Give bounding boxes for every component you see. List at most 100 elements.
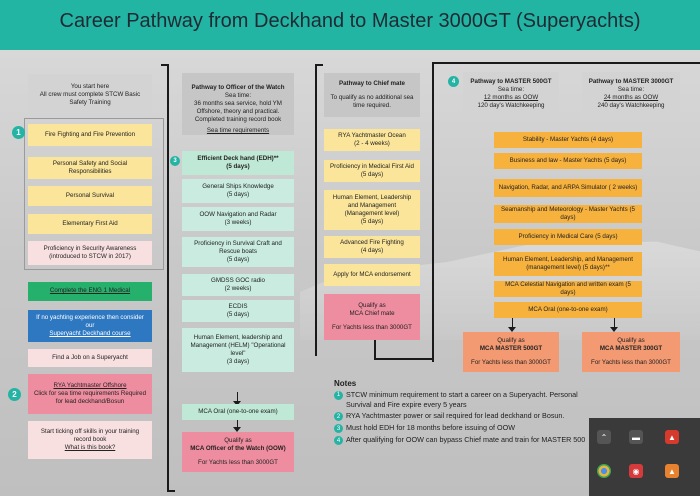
note-text: STCW minimum requirement to start a care… <box>346 390 578 409</box>
eng1-label[interactable]: Complete the ENG 1 Medical <box>49 287 131 295</box>
what-book-link[interactable]: What is this book? <box>64 444 116 452</box>
chief-course-fire[interactable]: Advanced Fire Fighting (4 days) <box>324 236 420 258</box>
master-course-nav-radar[interactable]: Navigation, Radar, and ARPA Simulator ( … <box>494 179 642 197</box>
master3000-pathway-box: Pathway to MASTER 3000GT Sea time: 24 mo… <box>582 72 680 116</box>
edh-box[interactable]: Efficient Deck hand (EDH)** (5 days) <box>182 151 294 175</box>
sea-time-req-link[interactable]: Sea time requirements <box>206 126 270 134</box>
qualify-label: Qualify as <box>497 337 525 345</box>
note-badge: 3 <box>334 424 343 434</box>
minimize-icon[interactable]: ▬ <box>629 430 643 444</box>
course-name: OOW Navigation and Radar <box>199 210 277 218</box>
course-duration: (2 - 4 weeks) <box>354 140 390 147</box>
eng1-medical-link[interactable]: Complete the ENG 1 Medical <box>28 282 152 301</box>
oow-course-gsk[interactable]: General Ships Knowledge (5 days) <box>182 179 294 203</box>
qualify-label: Qualify as <box>224 437 252 445</box>
stcw-item-fire[interactable]: Fire Fighting and Fire Prevention <box>28 124 152 146</box>
notes-heading: Notes <box>334 379 357 388</box>
training-record-box[interactable]: Start ticking off skills in your trainin… <box>28 421 152 459</box>
note-badge: 4 <box>334 436 343 446</box>
course-duration: (3 weeks) <box>224 219 252 226</box>
page-title: Career Pathway from Deckhand to Master 3… <box>59 10 641 32</box>
master-course-seamanship[interactable]: Seamanship and Meteorology - Master Yach… <box>494 205 642 223</box>
master-oral-exam[interactable]: MCA Oral (one-to-one exam) <box>494 302 642 318</box>
course-name: GMDSS GOC radio <box>211 276 265 284</box>
oow-course-helm[interactable]: Human Element, leadership and Management… <box>182 328 294 372</box>
sea-label: Sea time: <box>617 85 645 93</box>
ticking-text: Start ticking off skills in your trainin… <box>40 427 140 443</box>
oow-oral-exam[interactable]: MCA Oral (one-to-one exam) <box>182 404 294 420</box>
course-name: ECDIS <box>228 302 248 310</box>
master-course-celestial[interactable]: MCA Celestial Navigation and written exa… <box>494 281 642 297</box>
course-duration: (2 weeks) <box>224 285 252 292</box>
deckhand-course-box[interactable]: If no yachting experience then consider … <box>28 310 152 342</box>
acrobat-icon[interactable]: ▲ <box>665 430 679 444</box>
start-intro2: All crew must complete STCW Basic Safety… <box>39 90 141 107</box>
oow-pathway-box: Pathway to Officer of the Watch Sea time… <box>182 73 294 135</box>
note-badge: 1 <box>334 391 343 400</box>
master-course-helm[interactable]: Human Element, Leadership, and Managemen… <box>494 252 642 276</box>
app-icon[interactable]: ▲ <box>665 464 679 478</box>
sea-watch: 120 day's Watchkeeping <box>477 102 545 110</box>
rya-offshore-box[interactable]: RYA Yachtmaster Offshore Click for sea t… <box>28 374 152 414</box>
note-text: RYA Yachtmaster power or sail required f… <box>346 411 565 421</box>
stcw-item-security[interactable]: Proficiency in Security Awareness (intro… <box>28 241 152 265</box>
master-course-business-law[interactable]: Business and law - Master Yachts (5 days… <box>494 153 642 169</box>
no-exp-text: If no yachting experience then consider … <box>36 313 144 329</box>
chief-course-ocean[interactable]: RYA Yachtmaster Ocean (2 - 4 weeks) <box>324 129 420 151</box>
start-box: You start here All crew must complete ST… <box>28 74 152 116</box>
master3000-title: Pathway to MASTER 3000GT <box>588 77 674 85</box>
note-text: Must hold EDH for 18 months before issui… <box>346 423 515 433</box>
camera-icon[interactable]: ◉ <box>629 464 643 478</box>
oow-course-nav-radar[interactable]: OOW Navigation and Radar (3 weeks) <box>182 207 294 231</box>
sea-months: 24 months as OOW <box>603 94 659 101</box>
badge-3: 3 <box>170 156 180 166</box>
sea-label: Sea time: <box>497 85 525 93</box>
master500-pathway-box: Pathway to MASTER 500GT Sea time: 12 mon… <box>463 72 559 116</box>
oow-course-survival-craft[interactable]: Proficiency in Survival Craft and Rescue… <box>182 237 294 267</box>
rya-offshore-sub: Click for sea time requirements Required… <box>33 389 147 406</box>
course-duration: (3 days) <box>226 358 250 366</box>
master3000-qualify-box: Qualify as MCA MASTER 300GT For Yachts l… <box>582 332 680 372</box>
qualify-sub: For Yachts less than 3000GT <box>471 358 551 366</box>
qualify-title: MCA MASTER 500GT <box>479 345 543 353</box>
chief-pathway-box: Pathway to Chief mate To qualify as no a… <box>324 73 420 117</box>
course-name: Proficiency in Survival Craft and Rescue… <box>194 239 282 255</box>
master500-title: Pathway to MASTER 500GT <box>470 77 552 85</box>
header-bar: Career Pathway from Deckhand to Master 3… <box>0 0 700 50</box>
find-job-button[interactable]: Find a Job on a Superyacht <box>28 349 152 367</box>
oow-course-ecdis[interactable]: ECDIS (5 days) <box>182 300 294 322</box>
course-name: RYA Yachtmaster Ocean <box>338 131 406 139</box>
oow-sea-time: 36 months sea service, hold YM Offshore,… <box>194 99 282 124</box>
chief-title: Pathway to Chief mate <box>338 79 405 87</box>
qualify-sub: For Yachts less than 3000GT <box>198 458 278 466</box>
stcw-item-safety[interactable]: Personal Safety and Social Responsibilit… <box>28 157 152 179</box>
stcw-group <box>24 118 164 270</box>
chevron-up-icon[interactable]: ⌃ <box>597 430 611 444</box>
chief-course-helm[interactable]: Human Element, Leadership and Management… <box>324 190 420 230</box>
course-name: Advanced Fire Fighting <box>340 238 404 246</box>
course-name: Apply for MCA endorsement <box>333 270 411 278</box>
badge-4: 4 <box>448 76 459 87</box>
chief-qualify-box: Qualify as MCA Chief mate For Yachts les… <box>324 294 420 340</box>
chief-course-medical[interactable]: Proficiency in Medical First Aid (5 days… <box>324 160 420 182</box>
master-course-stability[interactable]: Stability - Master Yachts (4 days) <box>494 132 642 148</box>
master-course-medical-care[interactable]: Proficiency in Medical Care (5 days) <box>494 229 642 245</box>
stcw-item-survival[interactable]: Personal Survival <box>28 186 152 206</box>
chief-sub: To qualify as no additional sea time req… <box>330 93 414 110</box>
oow-course-gmdss[interactable]: GMDSS GOC radio (2 weeks) <box>182 274 294 296</box>
rya-offshore-link[interactable]: RYA Yachtmaster Offshore <box>53 381 127 389</box>
oow-qualify-box: Qualify as MCA Officer of the Watch (OOW… <box>182 432 294 472</box>
chrome-icon[interactable] <box>597 464 611 478</box>
edh-days: (5 days) <box>226 163 250 170</box>
qualify-title: MCA Officer of the Watch (OOW) <box>190 445 286 453</box>
stcw-item-first-aid[interactable]: Elementary First Aid <box>28 214 152 234</box>
chief-apply-endorsement[interactable]: Apply for MCA endorsement <box>324 264 420 286</box>
note-text: After qualifying for OOW can bypass Chie… <box>346 435 586 445</box>
badge-1: 1 <box>12 126 25 139</box>
course-name: Human Element, Leadership and Management… <box>332 193 412 217</box>
course-duration: (5 days) <box>226 256 250 264</box>
deckhand-course-link[interactable]: Superyacht Deckhand course <box>49 330 131 338</box>
course-duration: (5 days) <box>360 171 384 178</box>
oow-req-link-box[interactable]: Sea time requirements <box>182 126 294 136</box>
